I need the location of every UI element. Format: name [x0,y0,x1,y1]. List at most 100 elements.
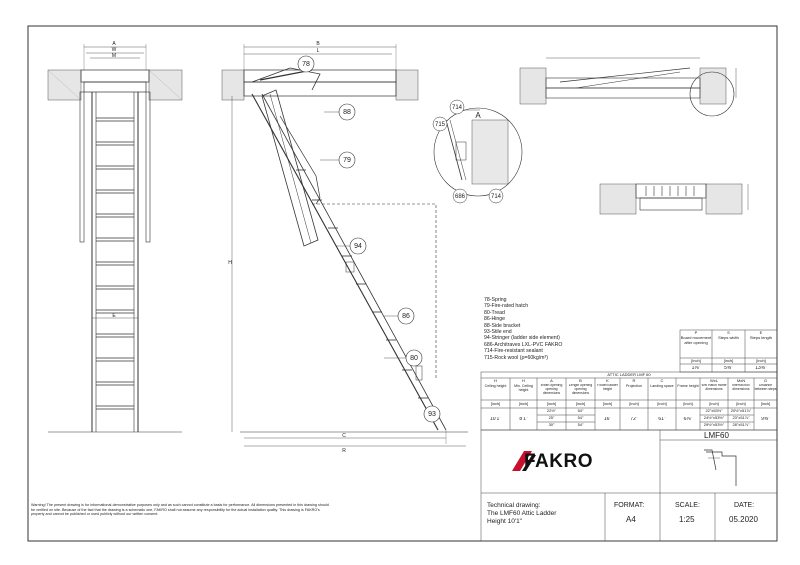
small-table-unit: [inch] [756,359,766,363]
callout-80: 80 [410,355,418,362]
projection-value: 72" [630,417,638,422]
length-opening-value: 54" [577,423,584,427]
side-view [221,44,468,447]
callout-714-top: 714 [452,105,463,111]
legend-item: 88-Side bracket [484,322,521,329]
small-table-value: 1⅛" [691,366,701,371]
col-letter: K [606,379,609,383]
callout-88: 88 [343,109,351,116]
format-label: FORMAT: [614,502,645,509]
main-table-title: ATTIC LADDER LMF 60 [607,373,651,377]
length-opening-value: 54" [577,409,584,413]
col-unit: [inch] [518,402,529,406]
dim-l: L [317,48,320,54]
product-code: LMF60 [704,431,729,440]
detail-a-callouts [432,99,504,204]
legend-item: 714-Fire-resistant sealant [484,348,543,355]
small-table-header: Board movement after opening [680,336,712,345]
col-header: Internal box dimensions [732,384,750,391]
dim-h: H [228,260,232,266]
dim-a: A [112,41,116,47]
width-opening-value: 25" [548,416,555,420]
col-letter: MxN [736,379,746,383]
col-unit: [inch] [657,402,667,406]
td-line: Height 10'1" [487,518,522,525]
col-unit: [inch] [736,402,746,406]
legend-item: 86-Hinge [484,316,506,323]
scale-value: 1:25 [679,515,695,524]
hatch-frame-value: 29½"x53½" [703,423,725,427]
date-value: 05.2020 [729,515,758,524]
col-unit: [inch] [575,402,586,406]
folded-side-view [519,57,737,117]
td-line: Technical drawing: [487,502,541,509]
hatch-frame-value: 22"x53½" [705,409,723,413]
col-header: Width opening opening dimensions [540,384,563,395]
width-opening-value: 22½" [546,409,557,413]
hatch-frame-value: 24½"x53½" [703,416,725,420]
td-line: The LMF60 Attic Ladder [487,510,557,517]
min-ceiling-value: 8'1" [519,417,528,422]
length-opening-value: 54" [577,416,584,420]
col-unit: [inch] [709,402,719,406]
small-table-unit: [inch] [691,359,701,363]
detail-label-a: A [475,111,481,120]
hatch-profile-icon [704,449,737,486]
technical-drawing-title: Technical drawing: The LMF60 Attic Ladde… [487,502,556,526]
dim-e: E [112,313,116,319]
internal-box-value: 20½"x51⅞" [730,409,752,413]
dim-c: C [342,433,346,439]
ceiling-height-value: 10'1" [489,417,502,422]
col-header: Min. Ceiling height [514,384,533,392]
small-table-letter: E [759,331,763,335]
sheet-border [27,25,778,542]
col-unit: [inch] [546,402,557,406]
frame-height-value: 6⅛" [683,417,693,422]
small-table-letter: S [727,331,730,335]
callout-78: 78 [302,61,310,68]
width-opening-value: 30" [548,423,555,427]
dim-w: W [112,47,117,53]
small-table-value: 13⅜" [755,366,767,371]
callout-94: 94 [354,243,362,250]
date-label: DATE: [734,502,755,509]
col-unit: [inch] [683,402,693,406]
format-value: A4 [626,515,636,524]
col-letter: H [522,379,525,383]
legend-item: 79-Fire-rated hatch [484,303,529,310]
small-table-letter: P [694,331,698,335]
callout-686: 686 [455,194,466,200]
col-letter: H [494,379,497,383]
callout-86: 86 [402,313,410,320]
col-header: Projection [626,384,642,388]
col-unit: [inch] [629,402,639,406]
landing-space-value: 61" [658,417,666,422]
warning-notice: Warning! The present drawing is for info… [31,503,329,517]
legend-item: 93-Stile end [484,329,512,336]
side-view-callouts [297,55,441,423]
fakro-logo-icon [512,451,536,471]
parts-legend: 78-Spring 79-Fire-rated hatch 80-Tread 8… [484,297,562,361]
col-header: Landing space [650,384,674,388]
callout-714-bottom: 714 [491,194,502,200]
spec-table-grid [480,329,778,542]
col-letter: C [660,379,664,383]
folded-front-view [599,183,749,215]
small-table-value: 5⅝" [724,366,733,371]
internal-box-value: 23"x51⅞" [732,416,750,420]
col-header: Ceiling height [484,384,507,388]
col-header: Distance between steps [754,384,777,391]
small-table-header: Steps length [749,336,773,340]
col-letter: G [763,379,768,383]
dim-b: B [316,41,320,47]
col-header: Length opening opening dimensions [568,384,593,395]
fakro-logo-text: FAKRO [524,451,593,472]
callout-715: 715 [435,122,446,128]
detail-a [433,107,523,197]
step-distance-value: 9⅝" [761,417,770,422]
legend-item: 78-Spring [484,297,507,303]
col-letter: B [579,379,582,383]
col-letter: A [550,379,553,383]
